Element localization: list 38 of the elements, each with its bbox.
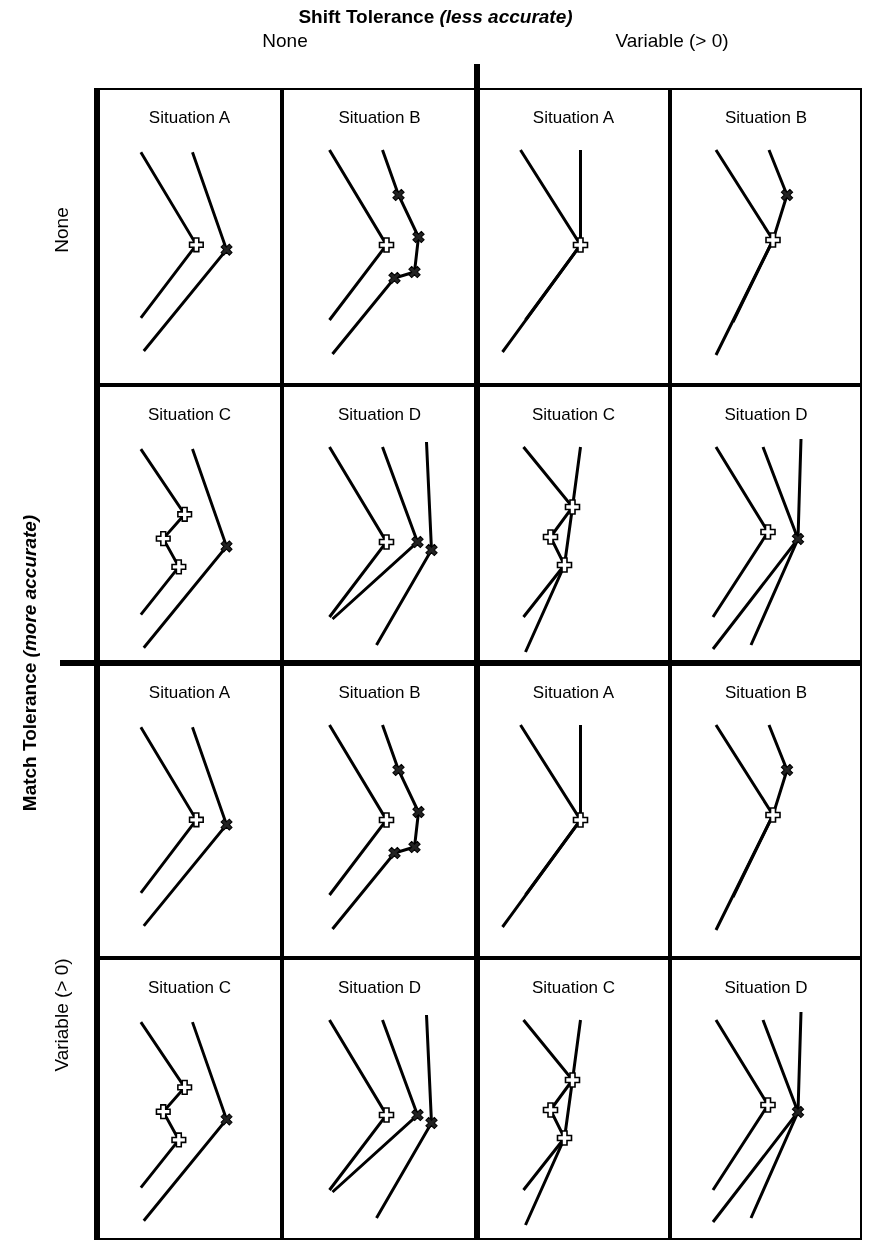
panel (97, 88, 282, 385)
situation-label: Situation D (336, 978, 423, 998)
situation-label: Situation A (147, 108, 232, 128)
panel (282, 88, 477, 385)
panel (477, 663, 670, 958)
panel (670, 88, 862, 385)
situation-label: Situation D (723, 978, 809, 998)
panel (477, 958, 670, 1240)
title: Shift Tolerance (less accurate) (297, 6, 574, 28)
panel (282, 663, 477, 958)
panel (670, 958, 862, 1240)
panel (477, 385, 670, 663)
situation-label: Situation A (531, 108, 616, 128)
panel (282, 958, 477, 1240)
column-header: None (261, 30, 309, 52)
axis-label: Match Tolerance (more accurate) (19, 514, 41, 812)
panel (97, 385, 282, 663)
situation-label: Situation C (146, 405, 233, 425)
situation-label: Situation C (530, 405, 617, 425)
panel (670, 385, 862, 663)
situation-label: Situation D (336, 405, 423, 425)
panel (477, 88, 670, 385)
situation-label: Situation A (147, 683, 232, 703)
situation-label: Situation B (337, 108, 422, 128)
situation-label: Situation A (531, 683, 616, 703)
situation-label: Situation B (723, 683, 809, 703)
situation-label: Situation C (530, 978, 617, 998)
situation-label: Situation C (146, 978, 233, 998)
panel (282, 385, 477, 663)
panel (97, 958, 282, 1240)
situation-label: Situation B (723, 108, 809, 128)
situation-label: Situation B (337, 683, 422, 703)
panel (97, 663, 282, 958)
column-header: Variable (> 0) (614, 30, 730, 52)
row-header: None (51, 207, 73, 253)
panel (670, 663, 862, 958)
situation-label: Situation D (723, 405, 809, 425)
row-header: Variable (> 0) (51, 958, 73, 1072)
